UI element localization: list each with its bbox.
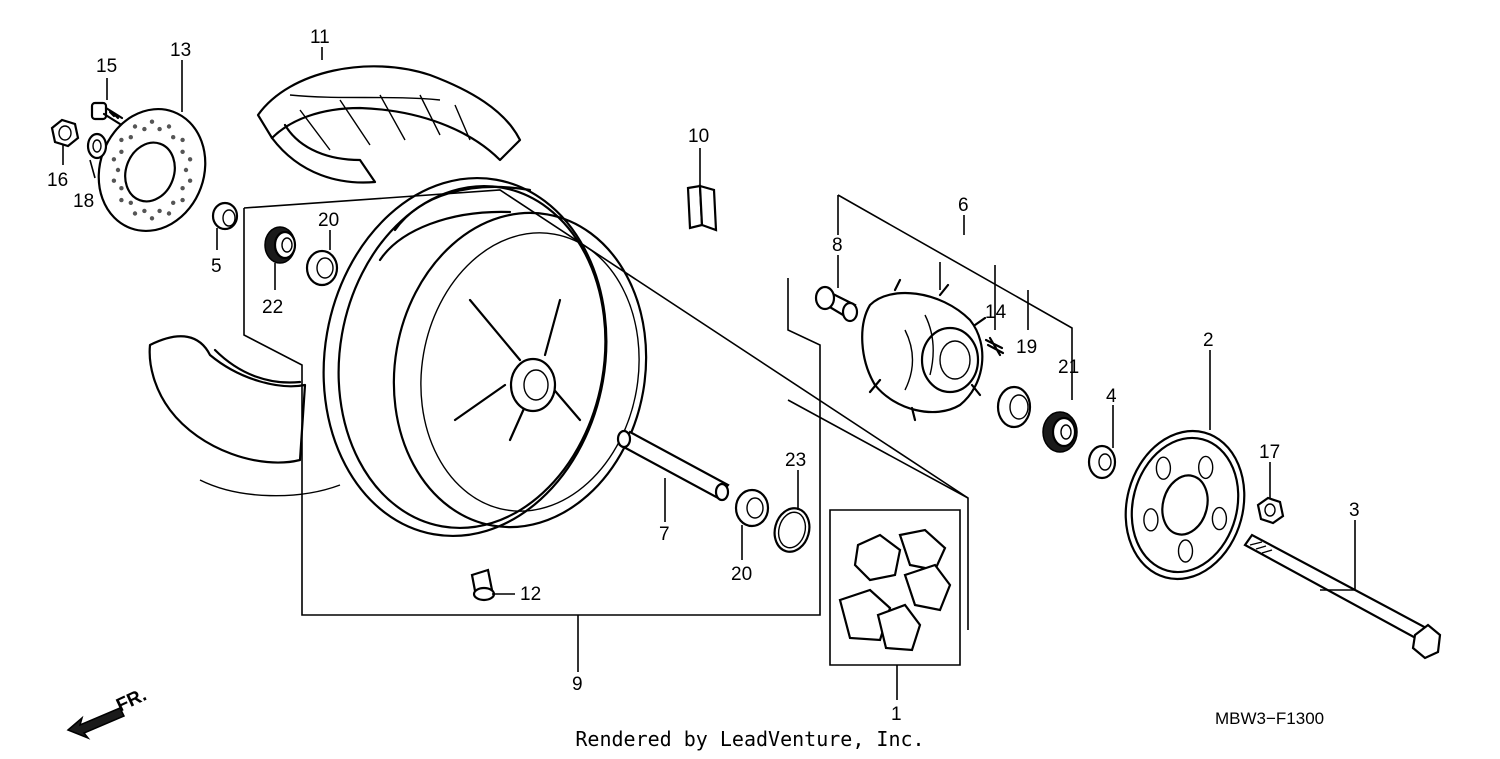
disc-hole xyxy=(157,208,162,214)
tire-lower-half xyxy=(148,335,341,497)
render-credit: Rendered by LeadVenture, Inc. xyxy=(0,727,1500,751)
flange-collar xyxy=(1087,444,1117,480)
part-label-2: 2 xyxy=(1203,330,1214,351)
disc-hole xyxy=(180,197,185,203)
driven-flange xyxy=(861,278,987,422)
part-label-9: 9 xyxy=(572,674,583,695)
sprocket-slot xyxy=(1177,539,1194,563)
rear-axle xyxy=(1243,533,1442,660)
bearing-20-bottom xyxy=(734,488,770,528)
part-label-3: 3 xyxy=(1349,500,1360,521)
damper-rubbers xyxy=(838,528,952,652)
disc-hole xyxy=(149,216,155,221)
disc-hole xyxy=(166,124,172,129)
part-label-4: 4 xyxy=(1106,386,1117,407)
part-label-23: 23 xyxy=(785,450,806,471)
part-label-7: 7 xyxy=(659,524,670,545)
diagram-code: MBW3−F1300 xyxy=(1215,709,1324,728)
disc-hole xyxy=(119,186,124,191)
sprocket-nut xyxy=(1256,496,1285,525)
sprocket-slot xyxy=(1197,455,1214,480)
disc-hole xyxy=(119,137,124,143)
disc-hole xyxy=(187,157,193,162)
nut-16 xyxy=(50,118,80,148)
part-label-16: 16 xyxy=(47,170,68,191)
part-labels: 1 2 3 4 5 6 7 8 9 10 11 12 13 14 15 16 1… xyxy=(47,27,1360,725)
disc-hole xyxy=(180,149,185,154)
sprocket-slot xyxy=(1211,506,1228,531)
disc-hole xyxy=(132,124,138,129)
disc-hole xyxy=(111,157,117,162)
bolt-15 xyxy=(90,101,124,126)
disc-hole xyxy=(180,137,185,143)
washer-18 xyxy=(86,132,108,160)
render-credit-text: Rendered by LeadVenture, Inc. xyxy=(575,727,925,751)
disc-hole xyxy=(149,119,155,124)
disc-hole xyxy=(119,149,124,154)
disc-hole xyxy=(142,126,147,132)
disc-hole xyxy=(171,200,176,205)
sprocket xyxy=(1124,429,1246,581)
valve-stem xyxy=(470,568,496,602)
part-label-22: 22 xyxy=(262,297,283,318)
part-label-15: 15 xyxy=(96,56,117,77)
disc-hole xyxy=(111,178,117,183)
tire-upper-half xyxy=(256,65,522,184)
clip xyxy=(686,184,718,232)
bearing-22 xyxy=(264,226,297,264)
part-label-1: 1 xyxy=(891,704,902,725)
collar-5 xyxy=(211,201,239,231)
part-label-20-bottom: 20 xyxy=(731,564,752,585)
part-label-11: 11 xyxy=(310,27,330,48)
distance-collar xyxy=(616,429,730,502)
part-label-6: 6 xyxy=(958,195,969,216)
hub-collar xyxy=(814,285,859,323)
part-label-14: 14 xyxy=(985,302,1007,323)
group-lines xyxy=(243,189,1073,666)
bearing-19 xyxy=(996,385,1032,429)
disc-hole xyxy=(171,135,176,140)
disc-hole xyxy=(183,167,189,173)
part-label-21: 21 xyxy=(1058,357,1079,378)
disc-hole xyxy=(128,200,133,205)
disc-hole xyxy=(157,126,162,132)
disc-hole xyxy=(180,186,185,191)
part-label-18: 18 xyxy=(73,191,94,212)
stud xyxy=(984,336,1005,357)
disc-hole xyxy=(119,197,124,203)
part-label-10: 10 xyxy=(688,126,709,147)
o-ring xyxy=(773,507,811,553)
oil-seal xyxy=(1042,411,1078,453)
part-label-12: 12 xyxy=(520,584,541,605)
part-label-19: 19 xyxy=(1016,337,1037,358)
disc-hole xyxy=(115,167,121,173)
sprocket-slot xyxy=(1143,508,1159,532)
leader-lines xyxy=(62,47,1356,700)
part-label-17: 17 xyxy=(1259,442,1280,463)
sprocket-slot xyxy=(1155,456,1172,480)
part-label-5: 5 xyxy=(211,256,222,277)
wheel-rim xyxy=(322,176,648,538)
part-label-20-top: 20 xyxy=(318,210,339,231)
disc-hole xyxy=(187,178,193,183)
part-label-8: 8 xyxy=(832,235,843,256)
disc-hole xyxy=(132,211,138,216)
disc-hole xyxy=(166,211,172,216)
part-label-13: 13 xyxy=(170,40,191,61)
disc-hole xyxy=(142,208,147,214)
front-direction-arrow: FR. xyxy=(66,685,150,740)
bearing-20-left xyxy=(305,249,339,287)
disc-hole xyxy=(128,135,133,140)
brake-disc xyxy=(97,107,207,233)
